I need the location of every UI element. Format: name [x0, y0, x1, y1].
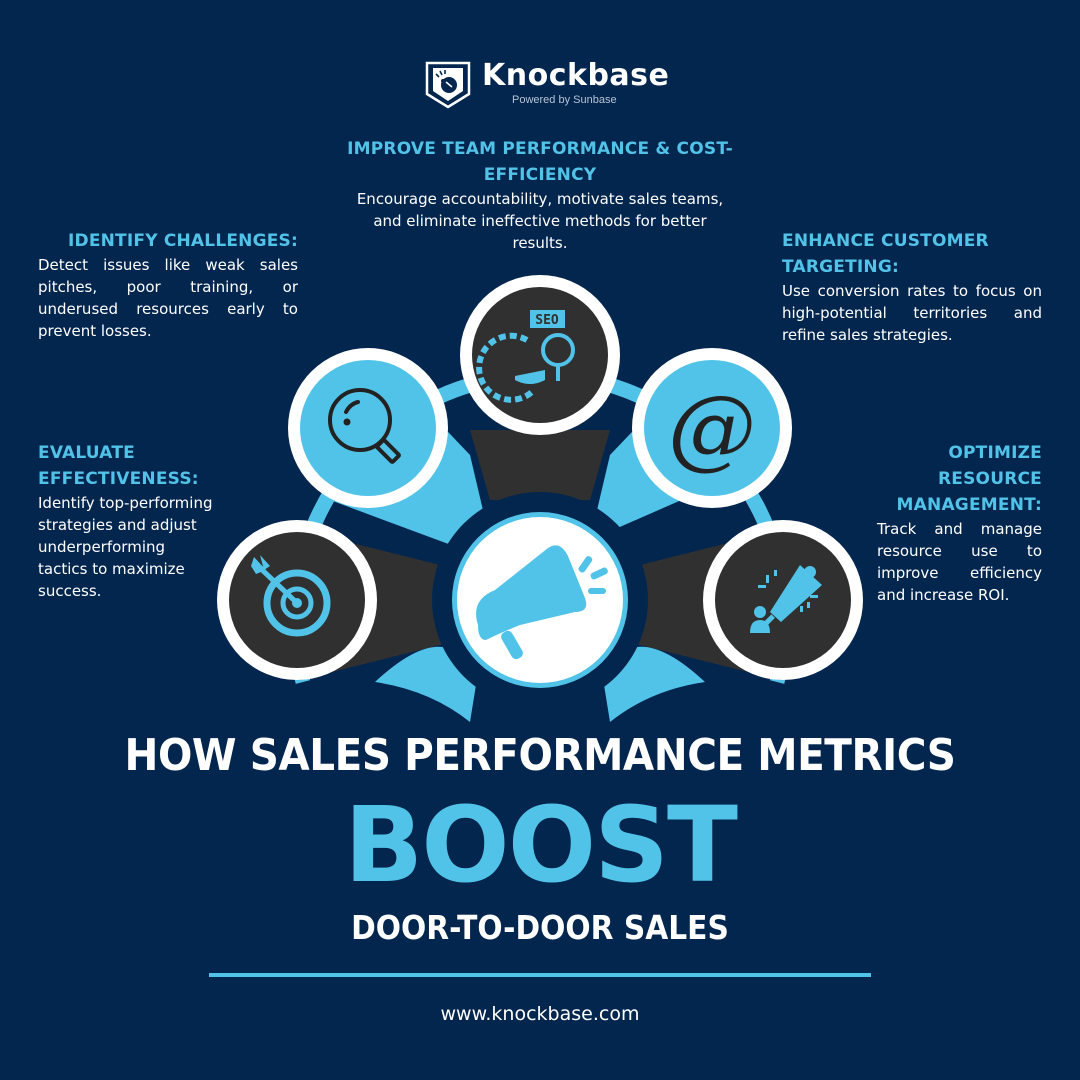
- wedge-bottom-right: [600, 646, 705, 722]
- benefit-heading: IMPROVE TEAM PERFORMANCE & COST-EFFICIEN…: [347, 139, 733, 185]
- brand-logo: Knockbase Powered by Sunbase: [424, 58, 669, 110]
- page-title-boost: BOOST: [344, 784, 738, 906]
- benefit-team-performance: IMPROVE TEAM PERFORMANCE & COST-EFFICIEN…: [345, 136, 735, 254]
- benefit-evaluate-effectiveness: EVALUATE EFFECTIVENESS: Identify top-per…: [38, 440, 213, 602]
- page-title-line1: HOW SALES PERFORMANCE METRICS: [124, 730, 956, 781]
- target-arrow-icon: [251, 555, 331, 637]
- benefit-heading: ENHANCE CUSTOMER TARGETING:: [782, 231, 989, 277]
- wedge-bottom-left: [375, 646, 480, 722]
- benefit-body: Use conversion rates to focus on high-po…: [782, 282, 1042, 344]
- benefit-heading: EVALUATE EFFECTIVENESS:: [38, 443, 199, 489]
- at-sign-icon: @: [668, 376, 756, 479]
- benefit-identify-challenges: IDENTIFY CHALLENGES: Detect issues like …: [38, 228, 298, 342]
- benefit-optimize-resources: OPTIMIZE RESOURCE MANAGEMENT: Track and …: [840, 440, 1042, 606]
- website-link[interactable]: www.knockbase.com: [440, 1003, 640, 1025]
- benefit-heading: OPTIMIZE RESOURCE MANAGEMENT:: [896, 443, 1042, 515]
- benefit-heading: IDENTIFY CHALLENGES:: [67, 231, 298, 251]
- brand-tagline: Powered by Sunbase: [512, 94, 617, 106]
- benefit-body: Track and manage resource use to improve…: [877, 520, 1042, 604]
- metrics-radial-diagram: SEO @: [217, 275, 863, 722]
- seo-gear-magnifier-icon: SEO: [476, 310, 575, 403]
- wedge-top: [470, 430, 610, 500]
- knocking-fist-badge-icon: [425, 61, 471, 109]
- megaphone-icon: [476, 545, 608, 660]
- brand-name: Knockbase: [482, 58, 670, 93]
- person-megaphone-icon: [750, 565, 822, 633]
- page-subtitle: DOOR-TO-DOOR SALES: [351, 908, 729, 947]
- benefit-body: Identify top-performing strategies and a…: [38, 494, 213, 600]
- svg-text:SEO: SEO: [535, 313, 559, 328]
- divider-line: [209, 973, 871, 977]
- benefit-customer-targeting: ENHANCE CUSTOMER TARGETING: Use conversi…: [782, 228, 1042, 346]
- benefit-body: Encourage accountability, motivate sales…: [356, 190, 724, 252]
- benefit-body: Detect issues like weak sales pitches, p…: [38, 256, 298, 340]
- magnifying-glass-icon: [328, 388, 401, 464]
